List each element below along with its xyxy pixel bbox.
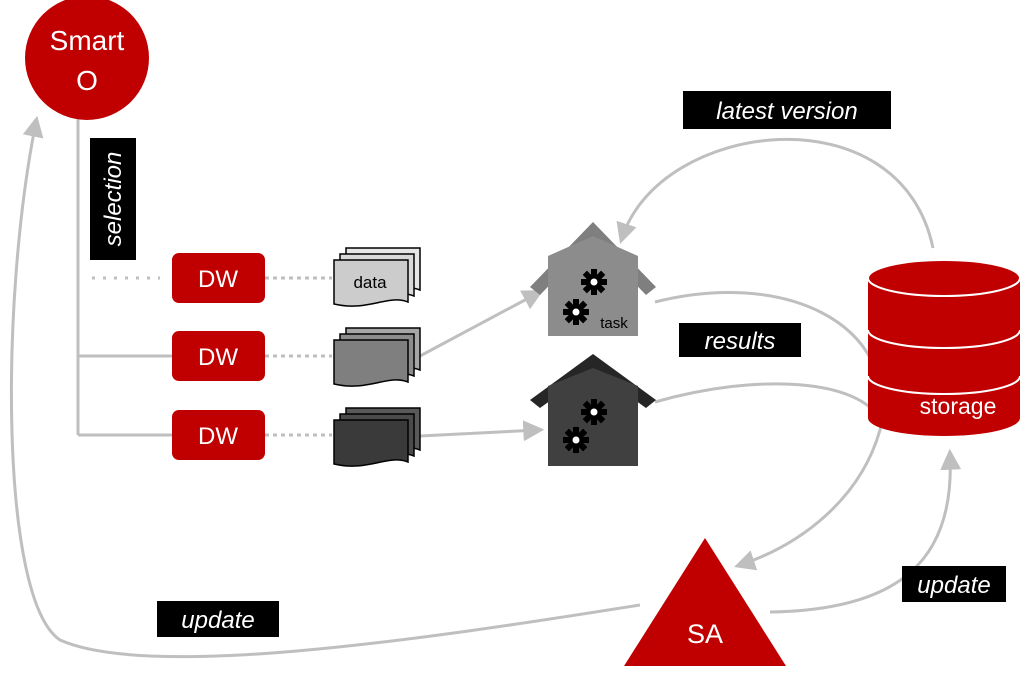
results-text: results (705, 328, 776, 355)
selection-label: selection (90, 138, 136, 260)
update-text-left: update (181, 607, 254, 634)
update-label-left: update (157, 601, 279, 637)
data-label: data (353, 273, 387, 292)
smart-o-line2: O (76, 65, 98, 96)
task-house-bottom (530, 354, 656, 466)
dw-label-2: DW (198, 344, 238, 371)
gear-icon (581, 399, 607, 425)
task-house-top: task (530, 222, 656, 336)
data-stack-light: data (333, 247, 421, 307)
dw-label-3: DW (198, 423, 238, 450)
data-to-house-top-arrow (419, 290, 544, 358)
data-stack-mid (333, 327, 421, 387)
results-label: results (679, 323, 801, 357)
latest-version-arrow (616, 137, 935, 249)
update-text-right: update (917, 572, 990, 599)
selection-text: selection (100, 152, 127, 247)
data-stack-dark (333, 407, 421, 467)
storage-label: storage (920, 393, 997, 419)
dw-box-1: DW (172, 253, 265, 303)
connectors (9, 115, 962, 659)
sa-label: SA (687, 619, 723, 649)
smart-o-node: Smart O (25, 0, 149, 120)
results-curve-bottom (654, 382, 882, 421)
gear-icon (563, 299, 589, 325)
gear-icon (563, 427, 589, 453)
data-to-house-bottom-arrow (419, 420, 545, 442)
task-label: task (600, 315, 628, 332)
latest-version-text: latest version (716, 98, 857, 125)
smart-o-line1: Smart (50, 25, 125, 56)
update-label-right: update (902, 566, 1006, 602)
storage-cylinder: storage (867, 259, 1021, 436)
dw-box-3: DW (172, 410, 265, 460)
sa-to-smart-o-arrow (9, 115, 641, 659)
dw-box-2: DW (172, 331, 265, 381)
dw-label-1: DW (198, 266, 238, 293)
latest-version-label: latest version (683, 91, 891, 129)
gear-icon (581, 269, 607, 295)
sa-triangle: SA (624, 538, 786, 666)
